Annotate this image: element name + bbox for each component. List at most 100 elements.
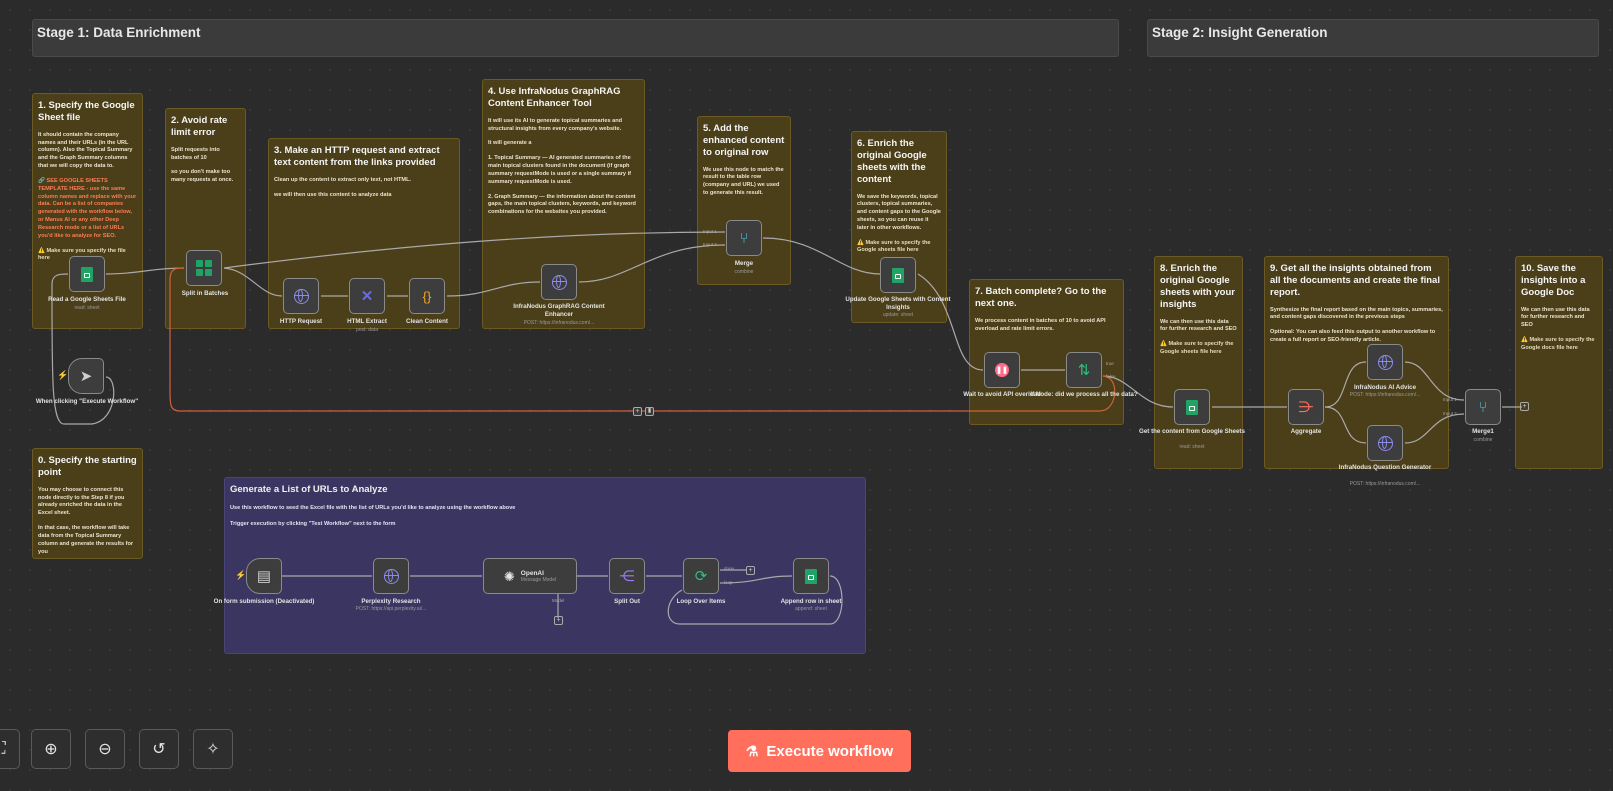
loop-over-items-node[interactable]: ⟳ (683, 558, 719, 594)
note-step-0-title: 0. Specify the starting point (38, 455, 137, 478)
update-google-sheets-node[interactable] (880, 257, 916, 293)
trigger-bolt-icon: ⚡ (57, 370, 69, 380)
read-google-sheets-label: Read a Google Sheets File (48, 296, 126, 303)
tidy-up-icon: ✧ (206, 741, 220, 758)
edge-delete-button[interactable]: ▮ (645, 407, 654, 416)
aggregate-icon: ⋺ (1298, 398, 1314, 416)
loop-done-add-button[interactable]: + (746, 566, 755, 575)
fit-view-button[interactable]: ⛶ (0, 729, 20, 769)
note-step-8[interactable]: 8. Enrich the original Google sheets wit… (1154, 256, 1243, 469)
note-generate-urls-subtext: Trigger execution by clicking "Test Work… (230, 521, 396, 527)
zoom-in-button[interactable]: ⊕ (31, 729, 71, 769)
tidy-up-button[interactable]: ✧ (193, 729, 233, 769)
wait-node[interactable]: ❚❚ (984, 352, 1020, 388)
html-extract-sub: post: data (356, 327, 378, 333)
update-google-sheets-label: Update Google Sheets with Content Insigh… (845, 296, 951, 311)
infranodus-question-node[interactable] (1367, 425, 1403, 461)
note-step-6[interactable]: 6. Enrich the original Google sheets wit… (851, 131, 947, 323)
merge-node[interactable]: ⑂ (726, 220, 762, 256)
infranodus-ai-advice-node[interactable] (1367, 344, 1403, 380)
zoom-out-button[interactable]: ⊖ (85, 729, 125, 769)
note-step-1[interactable]: 1. Specify the Google Sheet file It shou… (32, 93, 143, 329)
note-step-5-text: We use this node to match the result to … (703, 166, 784, 197)
http-request-label: HTTP Request (279, 318, 323, 325)
note-step-4-title: 4. Use InfraNodus GraphRAG Content Enhan… (488, 86, 621, 109)
merge1-label: Merge1 (1472, 428, 1494, 435)
append-row-node[interactable] (793, 558, 829, 594)
note-step-1-warning: ⚠️ Make sure you specify the file here (38, 247, 126, 262)
merge-icon: ⑂ (1478, 398, 1488, 416)
edge-add-button[interactable]: + (633, 407, 642, 416)
split-in-batches-node[interactable] (186, 250, 222, 286)
if-false-label: false (1106, 374, 1116, 379)
infranodus-question-sub: POST: https://infranodus.com/... (1349, 481, 1421, 487)
note-step-10-warning: ⚠️ Make sure to specify the Google docs … (1521, 337, 1595, 351)
note-step-10-text: We can then use this data for further re… (1521, 306, 1590, 329)
form-icon: ▤ (256, 567, 272, 585)
if-label: If Node: did we process all the data? (1030, 391, 1138, 398)
split-out-node[interactable]: ⋲ (609, 558, 645, 594)
note-step-9[interactable]: 9. Get all the insights obtained from al… (1264, 256, 1449, 469)
split-out-label: Split Out (614, 598, 640, 605)
note-step-9-title: 9. Get all the insights obtained from al… (1270, 263, 1440, 298)
append-row-label: Append row in sheet (780, 598, 842, 605)
globe-icon (1377, 435, 1393, 451)
note-step-2-subtext: so you don't make too many requests at o… (171, 169, 234, 184)
form-submission-node[interactable]: ▤ (246, 558, 282, 594)
openai-node[interactable]: ✺ OpenAI Message Model (483, 558, 577, 594)
execute-workflow-button[interactable]: ⚗ Execute workflow (728, 730, 911, 772)
aggregate-node[interactable]: ⋺ (1288, 389, 1324, 425)
html-extract-node[interactable]: ✕ (349, 278, 385, 314)
infranodus-enhancer-node[interactable] (541, 264, 577, 300)
if-true-label: true (1106, 361, 1114, 366)
read-google-sheets-node[interactable] (69, 256, 105, 292)
note-step-2-title: 2. Avoid rate limit error (171, 115, 228, 138)
reset-zoom-icon: ↺ (152, 741, 166, 758)
openai-add-model-button[interactable]: + (554, 616, 563, 625)
append-row-sub: append: sheet (795, 606, 827, 612)
openai-label: OpenAI (520, 569, 544, 577)
infranodus-ai-advice-sub: POST: https://infranodus.com/... (1349, 392, 1421, 398)
google-sheets-icon (81, 266, 93, 282)
note-step-9-optional: Optional: You can also feed this output … (1270, 329, 1436, 344)
reset-zoom-button[interactable]: ↺ (139, 729, 179, 769)
note-step-1-text: It should contain the company names and … (38, 131, 133, 170)
globe-icon (1377, 354, 1393, 370)
code-braces-icon: {} (422, 288, 432, 304)
note-step-0-text: You may choose to connect this node dire… (38, 486, 125, 517)
note-step-3-title: 3. Make an HTTP request and extract text… (274, 145, 440, 168)
merge1-node[interactable]: ⑂ (1465, 389, 1501, 425)
merge1-input-2-label: Input 2 (1443, 411, 1457, 416)
merge-sub: combine (734, 269, 754, 275)
note-step-10[interactable]: 10. Save the insights into a Google Doc … (1515, 256, 1603, 469)
http-request-node[interactable] (283, 278, 319, 314)
merge1-add-button[interactable]: + (1520, 402, 1529, 411)
perplexity-research-node[interactable] (373, 558, 409, 594)
note-step-5-title: 5. Add the enhanced content to original … (703, 123, 785, 158)
note-step-6-text: We save the keywords, topical clusters, … (857, 193, 941, 231)
openai-model-label: Model (552, 598, 565, 603)
note-step-3-subtext: we will then use this content to analyze… (274, 191, 392, 198)
get-content-sheets-sub: read: sheet (1179, 444, 1205, 450)
note-step-6-warning: ⚠️ Make sure to specify the Google sheet… (857, 239, 931, 254)
stage-2-header[interactable]: Stage 2: Insight Generation (1147, 19, 1599, 57)
note-step-0-subtext: In that case, the workflow will take dat… (38, 525, 134, 555)
if-node[interactable]: ⇅ (1066, 352, 1102, 388)
loop-done-label: done (724, 566, 735, 571)
flask-icon: ⚗ (745, 742, 759, 759)
get-content-sheets-node[interactable] (1174, 389, 1210, 425)
perplexity-research-label: Perplexity Research (361, 598, 421, 605)
pause-icon: ❚❚ (995, 363, 1009, 377)
aggregate-label: Aggregate (1290, 428, 1322, 435)
manual-trigger-node[interactable]: ➤ (68, 358, 104, 394)
split-in-batches-label: Split in Batches (181, 290, 229, 297)
note-step-4-item-1: 1. Topical Summary — AI generated summar… (488, 155, 631, 185)
merge1-input-1-label: Input 1 (1443, 397, 1457, 402)
note-step-8-title: 8. Enrich the original Google sheets wit… (1160, 263, 1235, 310)
stage-1-header[interactable]: Stage 1: Data Enrichment (32, 19, 1119, 57)
note-step-0[interactable]: 0. Specify the starting point You may ch… (32, 448, 143, 559)
clean-content-node[interactable]: {} (409, 278, 445, 314)
loop-icon: ⟳ (694, 567, 708, 585)
note-step-1-template-link[interactable]: 🔗 SEE GOOGLE SHEETS TEMPLATE HERE - use … (38, 177, 137, 239)
infranodus-enhancer-label: InfraNodus GraphRAG Content Enhancer (513, 303, 605, 318)
